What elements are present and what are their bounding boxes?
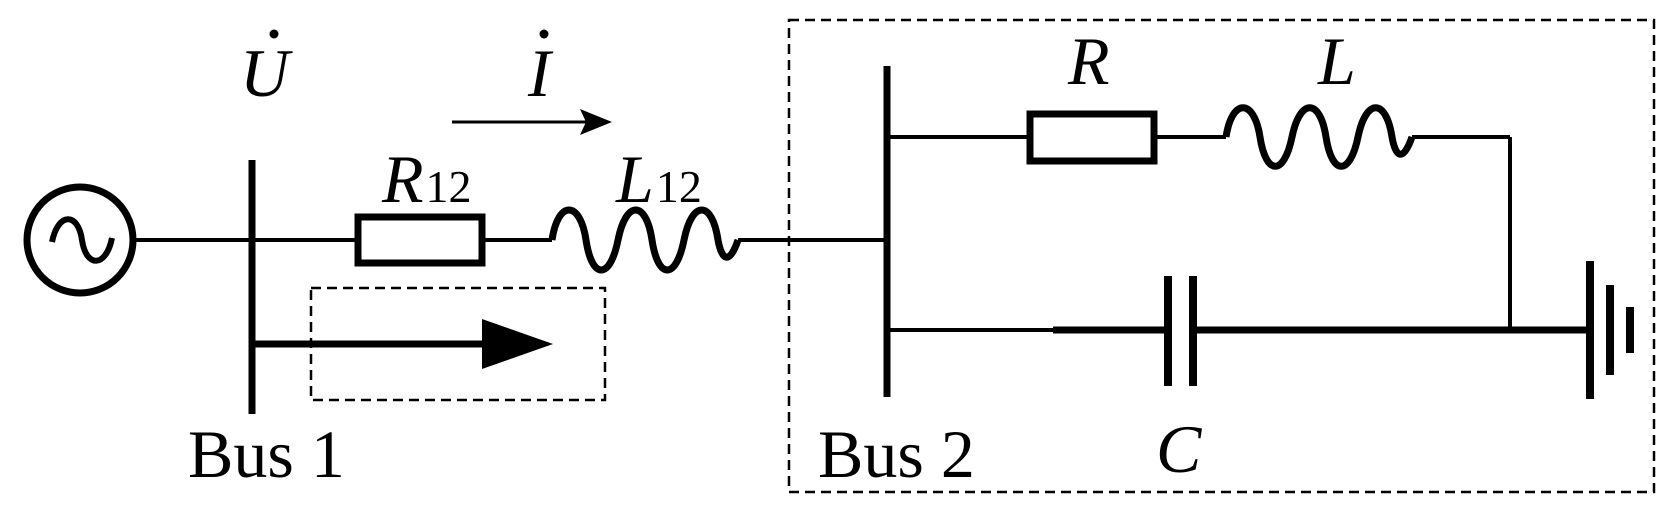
r12-label: R12 (381, 141, 472, 217)
resistor-r (1026, 110, 1158, 165)
bus-2-dashed-box (787, 18, 1656, 494)
r-label: R (1067, 23, 1110, 99)
svg-text:U: U (240, 35, 293, 111)
voltage-label: U (240, 29, 293, 111)
ac-source-icon (23, 183, 137, 297)
bus-2-label: Bus 2 (818, 416, 975, 492)
bus-1-label: Bus 1 (188, 416, 345, 492)
resistor-r12 (354, 213, 486, 267)
load-arrow-icon (252, 319, 553, 369)
inductor-l12 (548, 206, 742, 274)
current-label: I (527, 29, 554, 111)
inductor-l (1222, 104, 1416, 170)
ground-icon (1586, 261, 1634, 399)
l12-label: L12 (615, 141, 702, 217)
capacitor-c (1164, 276, 1197, 386)
l-label: L (1317, 23, 1356, 99)
c-label: C (1156, 411, 1202, 487)
current-arrow-icon (452, 109, 612, 135)
svg-text:I: I (527, 35, 554, 111)
